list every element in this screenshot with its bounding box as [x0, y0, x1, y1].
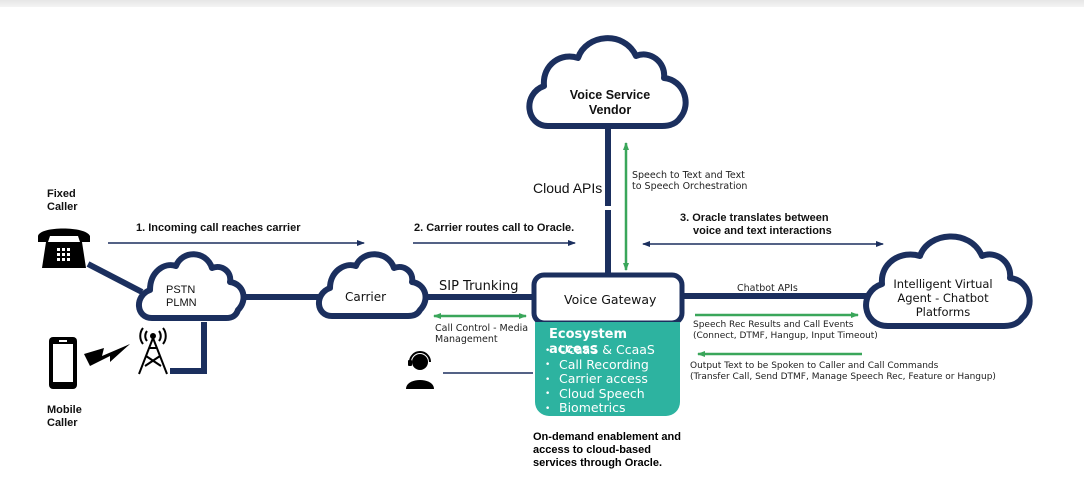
voice-service-vendor-label: Voice Service Vendor — [560, 88, 660, 118]
chatbot-apis-label: Chatbot APIs — [737, 283, 798, 294]
agent-label-line3: Platforms — [915, 304, 971, 319]
line-fixed-to-pstn — [86, 261, 144, 295]
carrier-cloud — [316, 251, 429, 319]
top-bar — [0, 0, 1084, 7]
mobile-caller-label-line2: Caller — [47, 417, 78, 430]
cell-tower-icon — [138, 327, 168, 375]
speech-rec-line1: Speech Rec Results and Call Events — [693, 320, 854, 330]
speech-orchestration-label: Speech to Text and Text to Speech Orches… — [632, 170, 747, 193]
agent-label-line2: Agent - Chatbot — [897, 290, 989, 305]
vendor-label-line1: Voice Service — [569, 88, 651, 102]
telephone-icon — [38, 228, 90, 268]
footnote-line2: access to cloud-based — [533, 444, 651, 457]
step2-label: 2. Carrier routes call to Oracle. — [414, 222, 575, 234]
wireless-signal-icon — [84, 344, 130, 366]
call-control-line1: Call Control - Media — [435, 323, 529, 334]
headset-agent-icon — [406, 351, 434, 389]
mobile-phone-icon — [49, 337, 77, 389]
footnote-line3: services through Oracle. — [533, 457, 662, 470]
output-text-line2: (Transfer Call, Send DTMF, Manage Speech… — [690, 371, 996, 382]
carrier-label: Carrier — [345, 290, 387, 304]
footnote: On-demand enablement and access to cloud… — [533, 431, 681, 471]
step3-line2: voice and text interactions — [693, 225, 832, 238]
speech-orch-line1: Speech to Text and Text — [632, 170, 745, 181]
mobile-caller-label: Mobile Caller — [47, 404, 82, 430]
mobile-caller-label-line1: Mobile — [47, 404, 82, 416]
step3-line1: 3. Oracle translates between — [680, 212, 829, 224]
call-control-line2: Management — [435, 334, 498, 346]
sip-trunking-label: SIP Trunking — [439, 279, 519, 294]
ecosystem-access-box: Ecosystem access •UcaaS & CcaaS •Call Re… — [535, 322, 680, 416]
output-text-line1: Output Text to be Spoken to Caller and C… — [690, 361, 939, 371]
pstn-label-line2: PLMN — [166, 297, 197, 310]
pstn-label: PSTN PLMN — [166, 284, 197, 310]
intelligent-agent-label: Intelligent Virtual Agent - Chatbot Plat… — [878, 277, 1008, 319]
ecosystem-item: •Carrier access — [545, 371, 648, 386]
step1-label: 1. Incoming call reaches carrier — [136, 222, 301, 234]
ecosystem-list: •UcaaS & CcaaS •Call Recording •Carrier … — [545, 343, 655, 416]
ecosystem-item: •Cloud Speech — [545, 385, 645, 401]
ecosystem-item: •Biometrics — [545, 400, 626, 415]
fixed-caller-label: Fixed Caller — [47, 188, 78, 214]
fixed-caller-label-line1: Fixed — [47, 188, 76, 200]
output-text-label: Output Text to be Spoken to Caller and C… — [690, 361, 996, 383]
intelligent-agent-cloud — [863, 233, 1033, 329]
pstn-cloud — [136, 251, 247, 321]
call-control-label: Call Control - Media Management — [435, 323, 528, 346]
fixed-caller-label-line2: Caller — [47, 201, 78, 214]
cloud-apis-label: Cloud APIs — [533, 180, 603, 196]
pstn-label-line1: PSTN — [166, 284, 196, 296]
footnote-line1: On-demand enablement and — [533, 431, 681, 443]
speech-orch-line2: to Speech Orchestration — [632, 181, 748, 193]
ecosystem-item: •Call Recording — [545, 356, 649, 372]
voice-service-vendor-cloud — [526, 35, 689, 129]
line-tower-to-pstn — [170, 322, 207, 374]
speech-rec-line2: (Connect, DTMF, Hangup, Input Timeout) — [693, 330, 878, 341]
ecosystem-title: Ecosystem access — [549, 327, 628, 357]
speech-rec-label: Speech Rec Results and Call Events (Conn… — [693, 320, 878, 342]
voice-gateway-label: Voice Gateway — [564, 292, 657, 307]
agent-label-line1: Intelligent Virtual — [893, 277, 993, 291]
vendor-label-line2: Vendor — [588, 103, 632, 117]
step3-label: 3. Oracle translates between voice and t… — [680, 212, 832, 238]
ecosystem-item: •UcaaS & CcaaS — [545, 342, 655, 357]
